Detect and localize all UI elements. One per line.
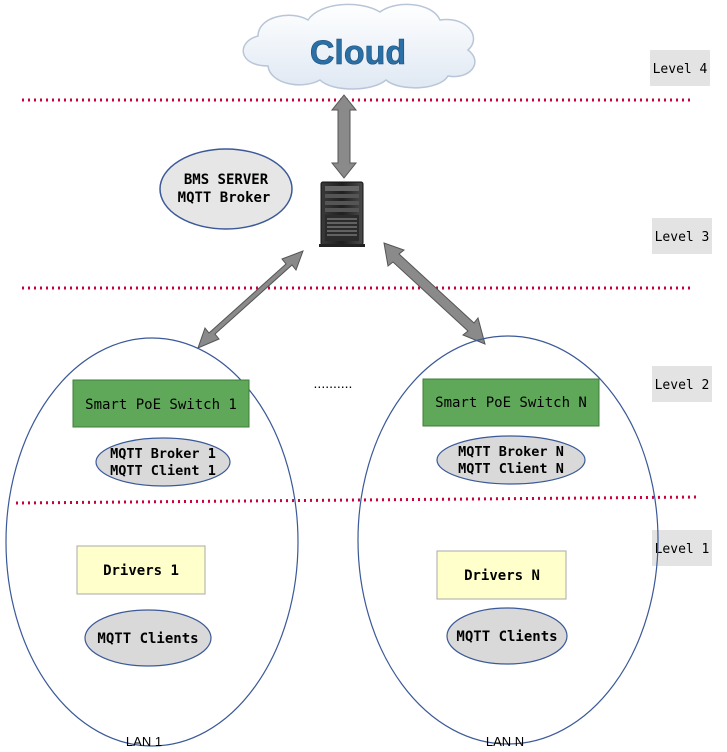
lan-n-switch-label: Smart PoE Switch N	[435, 395, 587, 411]
cloud-server-arrow	[330, 94, 358, 179]
lan-n-switch-box	[422, 378, 600, 427]
lan-n-broker-oval	[436, 435, 586, 485]
level-2-badge	[652, 366, 712, 402]
lan-1-label: LAN 1	[126, 734, 162, 749]
lan-1-clients-label: MQTT Clients	[97, 631, 198, 647]
arrows	[197, 94, 486, 349]
lan-1-drivers-label: Drivers 1	[103, 563, 179, 579]
lan-n-broker-label: MQTT Broker N	[458, 444, 564, 460]
level-separator-2-1	[15, 495, 701, 505]
level-3-label: Level 3	[655, 230, 710, 245]
level-separators	[15, 98, 701, 505]
lan-n-drivers-label: Drivers N	[464, 568, 540, 584]
lan-n-client-label: MQTT Client N	[458, 461, 564, 477]
lan-n-clients-label: MQTT Clients	[456, 629, 557, 645]
level-3-badge	[652, 218, 712, 254]
cloud-label: Cloud	[310, 34, 406, 72]
lan-1-switch-label: Smart PoE Switch 1	[85, 397, 237, 413]
lan-n-boundary	[357, 335, 659, 745]
lan-1-client-label: MQTT Client 1	[110, 463, 216, 479]
lan-1: Smart PoE Switch 1 MQTT Broker 1 MQTT Cl…	[5, 337, 299, 749]
server-lanN-arrow	[383, 242, 486, 345]
bms-server-label: BMS SERVER	[184, 172, 269, 188]
lan-n-clients-oval	[446, 607, 568, 665]
level-4-label: Level 4	[653, 62, 708, 77]
level-labels: Level 4 Level 3 Level 2 Level 1	[650, 50, 712, 566]
level-1-label: Level 1	[655, 542, 710, 557]
level-1-badge	[652, 530, 712, 566]
lan-n: Smart PoE Switch N MQTT Broker N MQTT Cl…	[357, 335, 659, 749]
lan-n-label: LAN N	[486, 734, 524, 749]
lan-1-clients-oval	[84, 609, 212, 667]
level-4-badge	[650, 50, 710, 86]
lan-1-drivers-box	[76, 545, 206, 595]
bms-server-oval: BMS SERVER MQTT Broker	[159, 148, 293, 230]
lan-n-drivers-box	[436, 550, 567, 600]
lan-1-broker-oval	[95, 437, 231, 487]
server-lan1-arrow	[197, 250, 304, 349]
bms-broker-label: MQTT Broker	[178, 190, 271, 206]
cloud-icon: Cloud	[242, 3, 476, 90]
lan-1-boundary	[5, 337, 299, 747]
level-2-label: Level 2	[655, 378, 710, 393]
server-tower-icon	[319, 181, 365, 247]
lan-ellipsis: ..........	[314, 375, 353, 391]
lan-1-broker-label: MQTT Broker 1	[110, 446, 216, 462]
lan-1-switch-box	[72, 379, 250, 428]
